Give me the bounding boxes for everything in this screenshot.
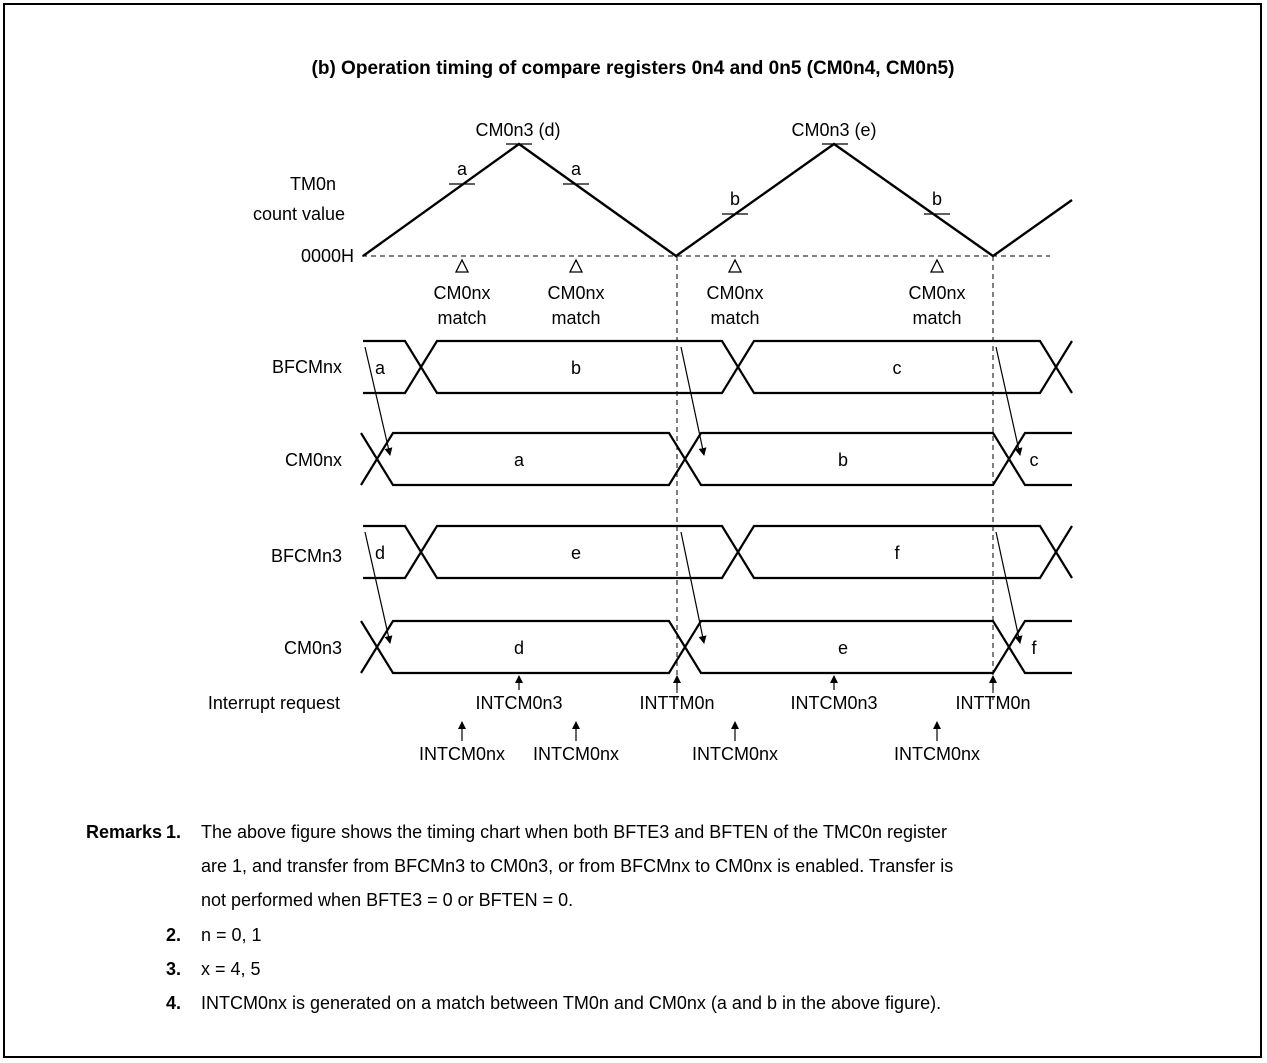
zero-label: 0000H: [301, 246, 354, 266]
match-triangle-icon: [929, 258, 945, 273]
bus-value: a: [514, 450, 525, 470]
match-triangle-icon: [727, 258, 743, 273]
match-marker-2: CM0nx match: [547, 258, 605, 328]
intcm0n3-label-1: INTCM0n3: [475, 693, 562, 713]
signal-bfcmnx: BFCMnx a b c: [272, 339, 1073, 395]
count-triangle-wave: [362, 142, 1073, 258]
intcm0nx-label-4: INTCM0nx: [894, 744, 980, 764]
transfer-arrow: [995, 346, 1023, 456]
bus-segment: [363, 524, 423, 580]
bus-value: b: [571, 358, 581, 378]
count-label-line2: count value: [253, 204, 345, 224]
level-b-label-2: b: [932, 189, 942, 209]
bus-segment: [1055, 340, 1073, 394]
match-label-line2: match: [710, 308, 759, 328]
bus-value: f: [894, 543, 900, 563]
diagram-title: (b) Operation timing of compare register…: [312, 58, 955, 79]
match-label-line1: CM0nx: [433, 283, 490, 303]
peak1-label: CM0n3 (d): [475, 120, 560, 140]
transfer-arrows: [364, 346, 1023, 644]
bus-segment: [1055, 525, 1073, 579]
bus-value: a: [375, 358, 386, 378]
transfer-arrow: [995, 531, 1023, 644]
signal-label: CM0nx: [285, 450, 342, 470]
level-a-label-1: a: [457, 159, 468, 179]
bus-segment: [360, 620, 379, 674]
bus-value: e: [571, 543, 581, 563]
match-triangle-icon: [454, 258, 470, 273]
bus-segment: [375, 431, 687, 487]
figure-frame: [3, 3, 1262, 1058]
bus-value: b: [838, 450, 848, 470]
bus-value: d: [375, 543, 385, 563]
bus-value: f: [1031, 638, 1037, 658]
bus-value: e: [838, 638, 848, 658]
bus-segment: [1007, 619, 1072, 675]
intcm0n3-label-2: INTCM0n3: [790, 693, 877, 713]
inttm0n-label-1: INTTM0n: [639, 693, 714, 713]
signal-label: BFCMn3: [271, 546, 342, 566]
bus-value: c: [893, 358, 902, 378]
signal-cm0nx: CM0nx a b c: [285, 431, 1072, 487]
match-label-line2: match: [551, 308, 600, 328]
signal-label: CM0n3: [284, 638, 342, 658]
peak2-label: CM0n3 (e): [791, 120, 876, 140]
bus-segment: [363, 339, 423, 395]
signal-label: BFCMnx: [272, 357, 342, 377]
match-marker-4: CM0nx match: [908, 258, 966, 328]
transfer-arrow: [364, 346, 393, 456]
bus-value: d: [514, 638, 524, 658]
level-b-label-1: b: [730, 189, 740, 209]
intcm0nx-label-2: INTCM0nx: [533, 744, 619, 764]
count-waveform: TM0n count value 0000H CM0n3 (d) CM0n3 (…: [253, 120, 1073, 328]
match-label-line1: CM0nx: [547, 283, 604, 303]
bus-segment: [375, 619, 687, 675]
inttm0n-label-2: INTTM0n: [955, 693, 1030, 713]
interrupt-requests: Interrupt request INTCM0n3 INTTM0n INTCM…: [208, 675, 1031, 764]
interrupt-label: Interrupt request: [208, 693, 340, 713]
match-marker-3: CM0nx match: [706, 258, 764, 328]
bus-segment: [360, 432, 379, 486]
transfer-arrow: [680, 346, 707, 456]
bus-segment: [1007, 431, 1072, 487]
transfer-arrow: [364, 531, 393, 644]
match-label-line2: match: [437, 308, 486, 328]
match-label-line1: CM0nx: [908, 283, 965, 303]
match-triangle-icon: [568, 258, 584, 273]
match-label-line1: CM0nx: [706, 283, 763, 303]
level-a-label-2: a: [571, 159, 582, 179]
match-label-line2: match: [912, 308, 961, 328]
transfer-arrow: [680, 531, 707, 644]
intcm0nx-label-3: INTCM0nx: [692, 744, 778, 764]
intcm0nx-label-1: INTCM0nx: [419, 744, 505, 764]
match-marker-1: CM0nx match: [433, 258, 491, 328]
bus-value: c: [1030, 450, 1039, 470]
signal-bfcmn3: BFCMn3 d e f: [271, 524, 1073, 580]
count-label-line1: TM0n: [290, 174, 336, 194]
signal-cm0n3: CM0n3 d e f: [284, 619, 1072, 675]
